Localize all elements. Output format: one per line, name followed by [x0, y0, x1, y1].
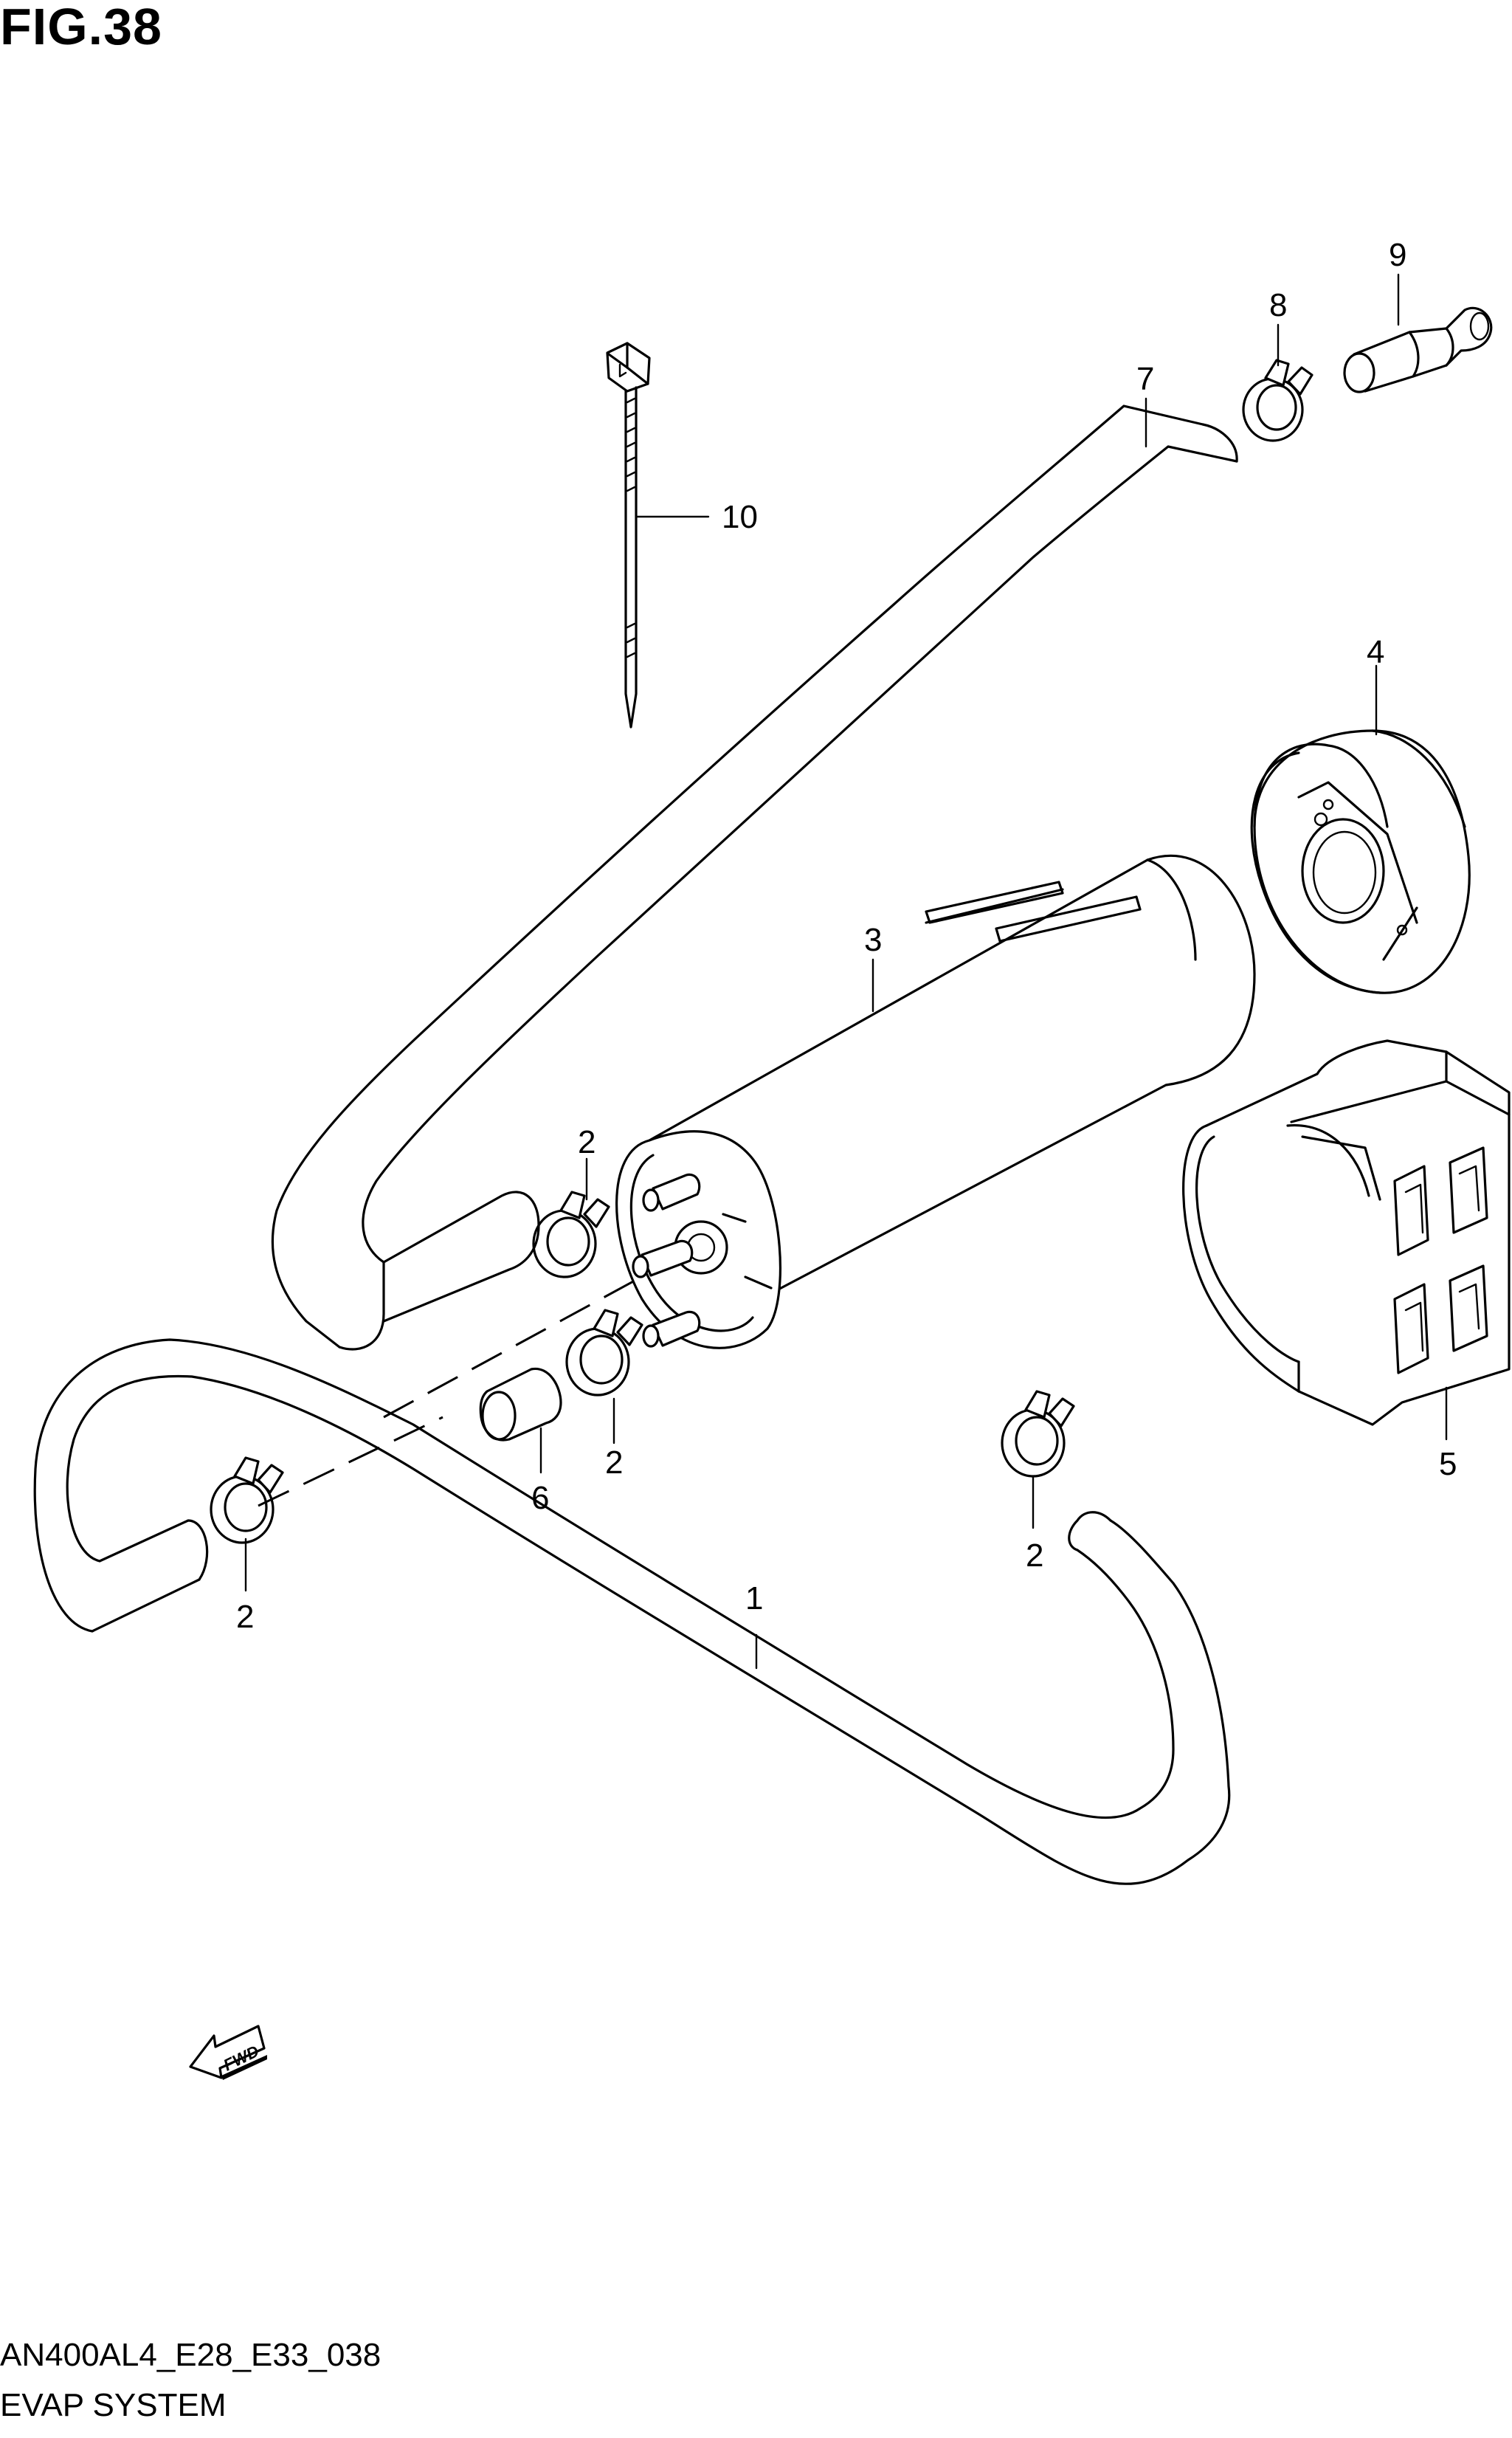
part-7-hose	[271, 404, 1238, 1351]
clamp-2d	[1001, 1390, 1075, 1478]
callout-2a: 2	[578, 1124, 596, 1160]
callout-3: 3	[864, 922, 882, 958]
part-3-canister	[615, 854, 1256, 1349]
callout-2c: 2	[236, 1599, 254, 1635]
figure-name: EVAP SYSTEM	[0, 2387, 227, 2423]
clamp-8	[1242, 359, 1313, 442]
part-6-cap	[479, 1367, 562, 1442]
callout-2b: 2	[605, 1444, 623, 1481]
part-9-joint	[1343, 306, 1493, 393]
figure-code: AN400AL4_E28_E33_038	[0, 2337, 382, 2373]
callout-4: 4	[1367, 634, 1384, 670]
clamp-2c	[210, 1456, 284, 1544]
callout-5: 5	[1439, 1446, 1457, 1482]
figure-title: FIG.38	[0, 0, 162, 55]
clamp-2b	[565, 1309, 643, 1397]
clamps	[210, 359, 1313, 1544]
callout-9: 9	[1389, 237, 1406, 273]
part-4-cover	[1250, 729, 1471, 994]
callout-10: 10	[722, 499, 758, 535]
clamp-2a	[532, 1191, 610, 1278]
part-5-case	[1182, 1039, 1511, 1426]
leader-lines	[244, 273, 1448, 1670]
callout-6: 6	[531, 1480, 549, 1516]
part-1-hose	[33, 1279, 1231, 1885]
callout-7: 7	[1136, 361, 1154, 397]
callout-8: 8	[1269, 287, 1287, 323]
part-10-tie	[606, 342, 651, 729]
callout-2d: 2	[1026, 1537, 1043, 1574]
callout-numbers: 1 2 2 2 2 3 4 5 6 7 8 9 10	[236, 237, 1457, 1635]
fwd-arrow-icon: FWD	[189, 2025, 267, 2080]
callout-1: 1	[745, 1580, 763, 1616]
